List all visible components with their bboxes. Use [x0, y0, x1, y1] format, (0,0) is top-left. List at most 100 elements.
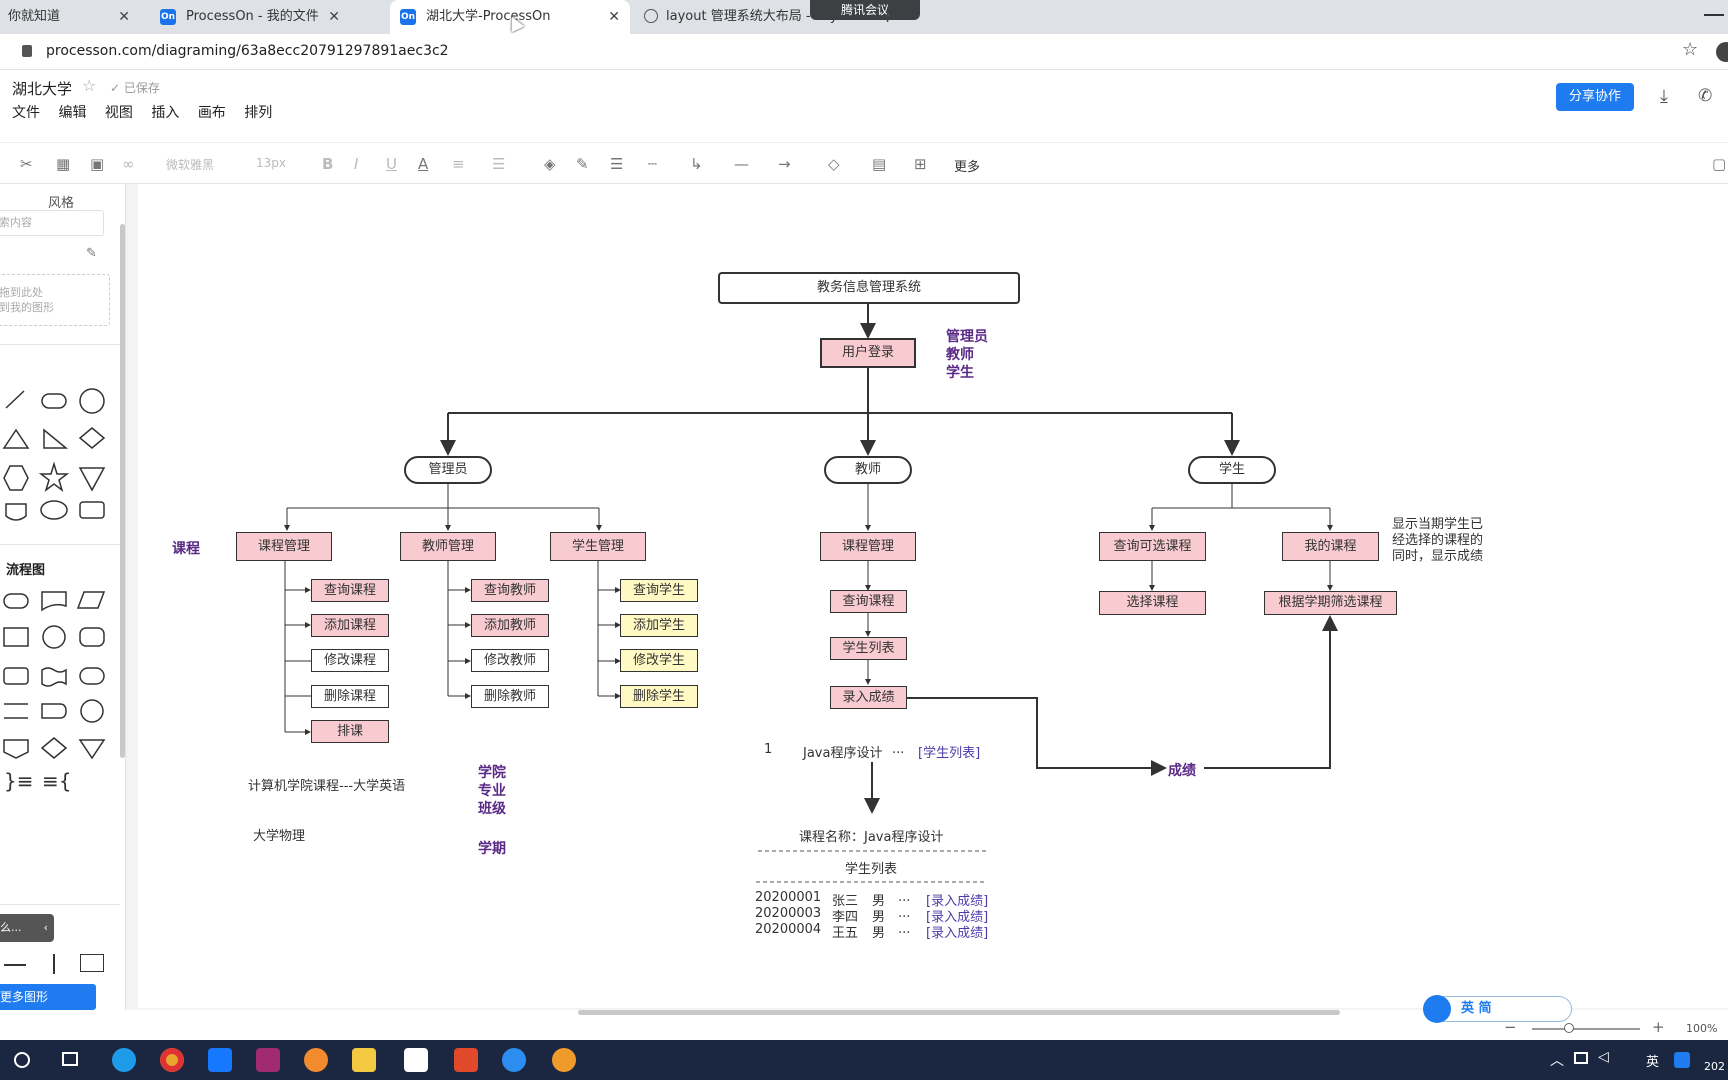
line-end-icon[interactable]: —	[734, 155, 749, 173]
zoom-level[interactable]: 100%	[1686, 1022, 1718, 1035]
download-icon[interactable]: ⤓	[1660, 86, 1668, 107]
node-student-mgmt[interactable]: 学生管理	[550, 532, 646, 561]
browser-tab[interactable]: On ProcessOn - 我的文件 ✕	[150, 0, 350, 34]
menu-item-edit[interactable]: 编辑	[58, 105, 87, 121]
menu-item-insert[interactable]: 插入	[151, 105, 180, 121]
italic-icon[interactable]: I	[354, 155, 359, 173]
search-icon[interactable]	[14, 1052, 30, 1068]
node-query-student[interactable]: 查询学生	[620, 579, 698, 602]
node-add-teacher[interactable]: 添加教师	[471, 614, 549, 637]
task-view-icon[interactable]	[62, 1052, 78, 1066]
more-shapes-button[interactable]: 更多图形	[0, 984, 96, 1010]
typora-icon[interactable]	[404, 1048, 428, 1072]
line-spacing-icon[interactable]: ≡	[452, 155, 465, 173]
phone-icon[interactable]: ✆	[1698, 86, 1713, 106]
node-edit-teacher[interactable]: 修改教师	[471, 649, 549, 672]
node-add-course[interactable]: 添加课程	[311, 614, 389, 637]
my-shapes-dropzone[interactable]: 拖到此处 到我的图形	[0, 274, 110, 326]
layer-icon[interactable]: ◇	[828, 155, 840, 173]
group-icon[interactable]: ⊞	[914, 155, 927, 173]
fill-color-icon[interactable]: ◈	[544, 155, 556, 173]
app-icon[interactable]	[552, 1048, 576, 1072]
network-icon[interactable]	[1574, 1052, 1588, 1064]
collapse-tooltip[interactable]: 么... ‹	[0, 914, 54, 942]
node-add-student[interactable]: 添加学生	[620, 614, 698, 637]
hbuilder-icon[interactable]	[454, 1048, 478, 1072]
node-query-available-course[interactable]: 查询可选课程	[1099, 532, 1206, 561]
chevron-left-icon[interactable]: ‹	[43, 921, 48, 934]
edge-icon[interactable]	[112, 1048, 136, 1072]
app-icon[interactable]	[304, 1048, 328, 1072]
node-user-login[interactable]: 用户登录	[820, 338, 916, 368]
student-list-link[interactable]: [学生列表]	[918, 746, 981, 761]
bookmark-star-icon[interactable]: ☆	[1682, 39, 1699, 60]
zoom-in-icon[interactable]: +	[1652, 1018, 1665, 1036]
menu-item-file[interactable]: 文件	[12, 105, 40, 121]
zoom-view-icon[interactable]: ▢	[1712, 155, 1727, 173]
menu-item-canvas[interactable]: 画布	[197, 105, 226, 121]
menu-item-view[interactable]: 视图	[104, 105, 133, 121]
menu-item-arrange[interactable]: 排列	[244, 105, 273, 121]
swimlane-shape[interactable]	[80, 954, 104, 972]
node-edit-student[interactable]: 修改学生	[620, 649, 698, 672]
canvas-hscrollbar[interactable]	[578, 1010, 1340, 1015]
edit-icon[interactable]: ✎	[86, 246, 97, 261]
share-button[interactable]: 分享协作	[1556, 83, 1634, 111]
app-icon[interactable]	[208, 1048, 232, 1072]
node-teacher-mgmt[interactable]: 教师管理	[400, 532, 496, 561]
ime-floating-bar[interactable]: 英 简	[1423, 995, 1572, 1023]
font-color-icon[interactable]: A	[418, 155, 429, 173]
node-teacher-student-list[interactable]: 学生列表	[830, 637, 907, 660]
close-tab-icon[interactable]: ✕	[608, 9, 620, 25]
node-delete-student[interactable]: 删除学生	[620, 685, 698, 708]
diagram-canvas[interactable]	[138, 184, 1728, 1008]
link-icon[interactable]: ∞	[122, 155, 135, 173]
panel-scrollbar[interactable]	[120, 224, 125, 758]
folder-icon[interactable]	[352, 1048, 376, 1072]
zoom-slider[interactable]	[1532, 1023, 1640, 1033]
node-select-course[interactable]: 选择课程	[1099, 591, 1206, 615]
node-teacher-enter-grade[interactable]: 录入成绩	[830, 686, 907, 709]
flowchart-shapes-palette[interactable]: }≡ ≡{	[0, 588, 120, 808]
node-teacher-course-mgmt[interactable]: 课程管理	[820, 532, 916, 561]
node-teacher[interactable]: 教师	[824, 456, 912, 484]
node-course-mgmt[interactable]: 课程管理	[236, 532, 332, 561]
zoom-out-icon[interactable]: −	[1504, 1018, 1517, 1036]
minimize-icon[interactable]	[1704, 14, 1724, 16]
ime-tray-label[interactable]: 英	[1646, 1055, 1660, 1070]
flowchart-section-title[interactable]: 流程图	[6, 563, 46, 578]
node-edit-course[interactable]: 修改课程	[311, 649, 389, 672]
browser-tab[interactable]: 你就知道 ✕	[0, 0, 140, 34]
style-tab[interactable]: 风格	[48, 196, 75, 211]
node-root-system[interactable]: 教务信息管理系统	[718, 272, 1020, 304]
browser-tab-active[interactable]: On 湖北大学-ProcessOn ✕	[390, 0, 630, 34]
node-my-course[interactable]: 我的课程	[1282, 532, 1379, 561]
enter-grade-link[interactable]: [录入成绩]	[926, 926, 989, 941]
meeting-badge[interactable]: 腾讯会议	[810, 0, 920, 20]
app-icon[interactable]	[502, 1048, 526, 1072]
more-button[interactable]: 更多	[954, 160, 981, 175]
underline-icon[interactable]: U	[386, 155, 397, 173]
font-size-input[interactable]: 13px	[256, 156, 286, 170]
volume-icon[interactable]: ◁	[1598, 1049, 1609, 1065]
favorite-star-icon[interactable]: ☆	[82, 76, 97, 95]
node-teacher-query-course[interactable]: 查询课程	[830, 590, 907, 613]
enter-grade-link[interactable]: [录入成绩]	[926, 910, 989, 925]
arrow-icon[interactable]: →	[778, 155, 791, 173]
line-style-icon[interactable]: ┄	[648, 155, 658, 173]
node-student[interactable]: 学生	[1188, 456, 1276, 484]
node-admin[interactable]: 管理员	[404, 456, 492, 484]
node-filter-by-term[interactable]: 根据学期筛选课程	[1264, 591, 1397, 615]
align-objects-icon[interactable]: ▤	[872, 155, 887, 173]
zoom-slider-knob[interactable]	[1564, 1023, 1574, 1033]
node-schedule[interactable]: 排课	[311, 720, 389, 743]
line-horizontal-shape[interactable]	[4, 964, 26, 966]
basic-shapes-palette[interactable]	[0, 386, 120, 526]
bold-icon[interactable]: B	[322, 155, 334, 173]
chrome-icon[interactable]	[160, 1048, 184, 1072]
close-tab-icon[interactable]: ✕	[118, 9, 130, 25]
shape-search-input[interactable]: 索内容	[0, 210, 104, 236]
line-vertical-shape[interactable]	[53, 954, 55, 974]
enter-grade-link[interactable]: [录入成绩]	[926, 894, 989, 909]
font-family-select[interactable]: 微软雅黑	[166, 158, 215, 172]
